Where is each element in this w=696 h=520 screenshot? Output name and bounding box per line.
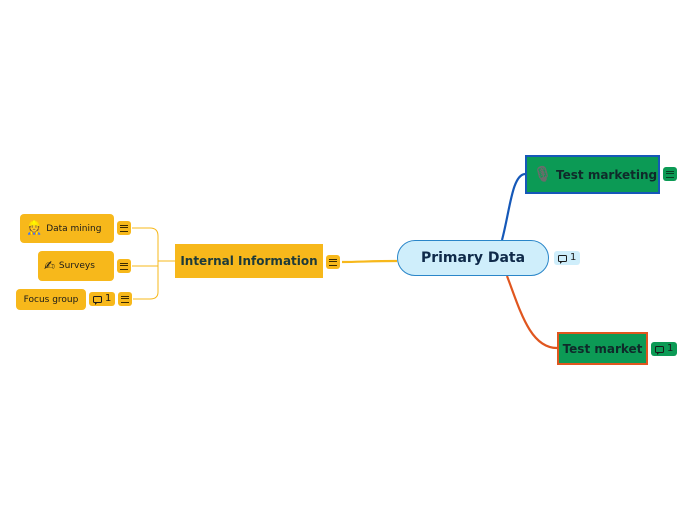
microphone-icon: 🎙 bbox=[533, 165, 553, 183]
test-marketing-notes-badge[interactable] bbox=[663, 167, 677, 181]
branch-internal-information[interactable]: Internal Information bbox=[175, 244, 323, 278]
root-node-primary-data[interactable]: Primary Data bbox=[397, 240, 549, 276]
leaf-surveys[interactable]: ✍ Surveys bbox=[38, 251, 114, 281]
root-node-label: Primary Data bbox=[420, 250, 526, 266]
data-mining-notes-badge[interactable] bbox=[117, 221, 131, 235]
notes-icon bbox=[120, 224, 128, 232]
connector-internal-surveys bbox=[132, 261, 159, 267]
test-market-comment-count: 1 bbox=[667, 343, 674, 354]
internal-information-notes-badge[interactable] bbox=[326, 255, 340, 269]
connector-internal-data-mining bbox=[132, 227, 175, 262]
test-market-label: Test market bbox=[562, 341, 643, 356]
branch-test-marketing[interactable]: 🎙 Test marketing bbox=[525, 155, 660, 194]
comment-icon bbox=[558, 254, 567, 264]
test-marketing-label: Test marketing bbox=[556, 167, 658, 182]
data-mining-label: Data mining bbox=[46, 223, 102, 234]
surveys-notes-badge[interactable] bbox=[117, 259, 131, 273]
leaf-focus-group[interactable]: Focus group bbox=[16, 289, 86, 310]
test-market-comment-badge[interactable]: 1 bbox=[651, 342, 678, 356]
branch-test-market[interactable]: Test market bbox=[557, 332, 648, 365]
internal-information-label: Internal Information bbox=[180, 254, 318, 268]
connector-root-test-marketing bbox=[500, 172, 526, 241]
comment-icon bbox=[93, 295, 102, 305]
notes-icon bbox=[121, 295, 129, 303]
connector-root-test-market bbox=[505, 275, 558, 350]
notes-icon bbox=[666, 170, 674, 178]
focus-group-label: Focus group bbox=[23, 294, 79, 305]
connector-root-internal bbox=[341, 259, 398, 264]
surveys-label: Surveys bbox=[58, 261, 95, 271]
focus-group-comment-count: 1 bbox=[105, 293, 112, 304]
notes-icon bbox=[120, 262, 128, 270]
comment-icon bbox=[655, 345, 664, 355]
focus-group-comment-badge[interactable]: 1 bbox=[89, 292, 116, 306]
notes-icon bbox=[329, 258, 337, 266]
construction-worker-icon: 👷 bbox=[26, 221, 43, 236]
root-comment-badge[interactable]: 1 bbox=[554, 251, 581, 265]
pencil-writing-icon: ✍ bbox=[44, 258, 55, 274]
leaf-data-mining[interactable]: 👷 Data mining bbox=[20, 214, 114, 243]
root-comment-count: 1 bbox=[570, 252, 577, 263]
connector-internal-focus bbox=[133, 266, 159, 300]
focus-group-notes-badge[interactable] bbox=[118, 292, 132, 306]
